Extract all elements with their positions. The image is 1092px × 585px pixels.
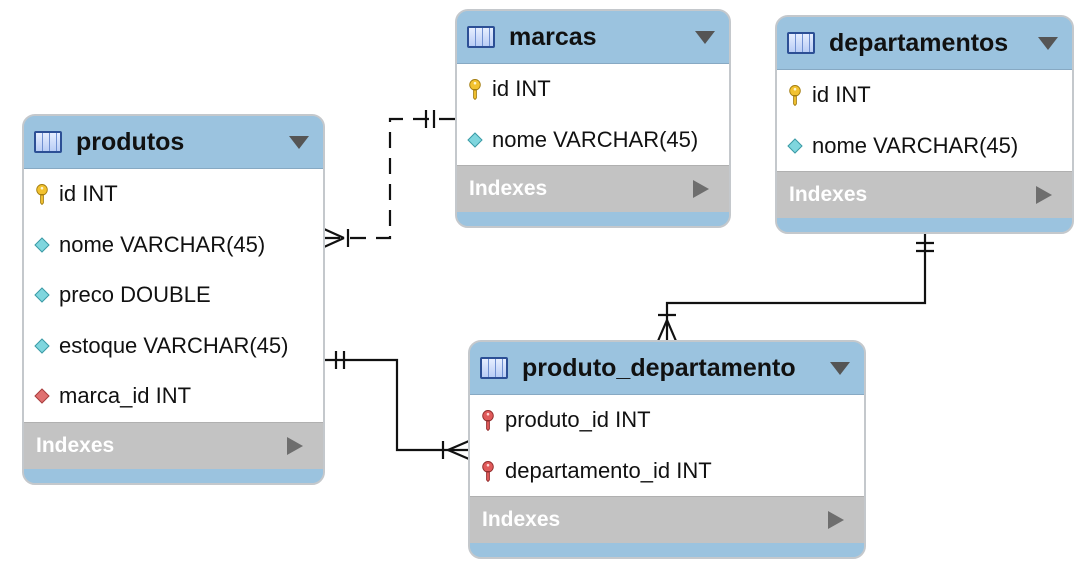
column-label: id INT xyxy=(492,76,551,102)
diamond-icon xyxy=(34,237,50,253)
column-label: produto_id INT xyxy=(505,407,651,433)
triangle-down-icon[interactable] xyxy=(695,31,715,44)
table-footer xyxy=(24,468,323,483)
key-icon xyxy=(789,85,801,107)
column-label: id INT xyxy=(812,82,871,108)
diamond-icon xyxy=(34,338,50,354)
column-row[interactable]: produto_id INT xyxy=(470,395,864,446)
triangle-right-icon[interactable] xyxy=(828,511,844,529)
column-label: id INT xyxy=(59,181,118,207)
table-header[interactable]: marcas xyxy=(457,11,729,64)
column-label: marca_id INT xyxy=(59,383,192,409)
indexes-label: Indexes xyxy=(469,177,548,200)
column-row[interactable]: marca_id INT xyxy=(24,371,323,422)
column-label: nome VARCHAR(45) xyxy=(59,231,266,257)
column-row[interactable]: estoque VARCHAR(45) xyxy=(24,321,323,372)
table-header[interactable]: produto_departamento xyxy=(470,342,864,395)
table-departamentos[interactable]: departamentos id INT nome VARCHAR(45) In… xyxy=(775,15,1074,234)
table-title: departamentos xyxy=(829,28,1009,57)
key-icon xyxy=(469,79,481,101)
red-diamond-icon xyxy=(34,388,50,404)
column-row[interactable]: id INT xyxy=(777,70,1072,121)
column-label: departamento_id INT xyxy=(505,457,712,483)
column-list: produto_id INT departamento_id INT xyxy=(470,395,864,496)
table-footer xyxy=(457,212,729,226)
table-icon xyxy=(34,131,62,153)
triangle-down-icon[interactable] xyxy=(289,136,309,149)
indexes-section[interactable]: Indexes xyxy=(470,496,864,543)
triangle-right-icon[interactable] xyxy=(1036,186,1052,204)
table-header[interactable]: produtos xyxy=(24,116,323,169)
indexes-label: Indexes xyxy=(482,508,561,531)
column-row[interactable]: departamento_id INT xyxy=(470,446,864,497)
diamond-icon xyxy=(467,132,483,148)
table-title: produto_departamento xyxy=(522,353,796,382)
table-icon xyxy=(787,32,815,54)
indexes-label: Indexes xyxy=(36,433,115,457)
column-row[interactable]: id INT xyxy=(24,169,323,220)
column-list: id INT nome VARCHAR(45) xyxy=(777,70,1072,171)
indexes-section[interactable]: Indexes xyxy=(24,421,323,469)
triangle-down-icon[interactable] xyxy=(830,362,850,375)
diamond-icon xyxy=(787,138,803,154)
indexes-label: Indexes xyxy=(789,183,868,206)
table-produtos[interactable]: produtos id INT nome VARCHAR(45) preco D… xyxy=(22,114,325,485)
column-row[interactable]: nome VARCHAR(45) xyxy=(777,121,1072,172)
column-row[interactable]: id INT xyxy=(457,64,729,115)
column-list: id INT nome VARCHAR(45) xyxy=(457,64,729,165)
triangle-right-icon[interactable] xyxy=(287,436,303,455)
red-key-icon xyxy=(482,460,494,482)
table-icon xyxy=(467,26,495,48)
relationship-produtos-produto-departamento xyxy=(324,351,470,461)
column-list: id INT nome VARCHAR(45) preco DOUBLE est… xyxy=(24,169,323,422)
column-row[interactable]: nome VARCHAR(45) xyxy=(457,115,729,166)
table-footer xyxy=(470,543,864,557)
table-footer xyxy=(777,218,1072,232)
triangle-down-icon[interactable] xyxy=(1038,37,1058,50)
diamond-icon xyxy=(34,287,50,303)
indexes-section[interactable]: Indexes xyxy=(457,165,729,212)
table-produto-departamento[interactable]: produto_departamento produto_id INT depa… xyxy=(468,340,866,559)
relationship-produtos-marcas xyxy=(323,110,456,249)
indexes-section[interactable]: Indexes xyxy=(777,171,1072,218)
column-row[interactable]: nome VARCHAR(45) xyxy=(24,220,323,271)
table-title: produtos xyxy=(76,127,185,156)
table-title: marcas xyxy=(509,22,597,51)
table-icon xyxy=(480,357,508,379)
column-row[interactable]: preco DOUBLE xyxy=(24,270,323,321)
column-label: nome VARCHAR(45) xyxy=(812,132,1019,158)
column-label: preco DOUBLE xyxy=(59,282,211,308)
relationship-produto-departamento-departamentos xyxy=(656,234,934,342)
table-header[interactable]: departamentos xyxy=(777,17,1072,70)
column-label: nome VARCHAR(45) xyxy=(492,126,699,152)
triangle-right-icon[interactable] xyxy=(693,180,709,198)
red-key-icon xyxy=(482,410,494,432)
key-icon xyxy=(36,184,48,206)
column-label: estoque VARCHAR(45) xyxy=(59,332,289,358)
table-marcas[interactable]: marcas id INT nome VARCHAR(45) Indexes xyxy=(455,9,731,228)
